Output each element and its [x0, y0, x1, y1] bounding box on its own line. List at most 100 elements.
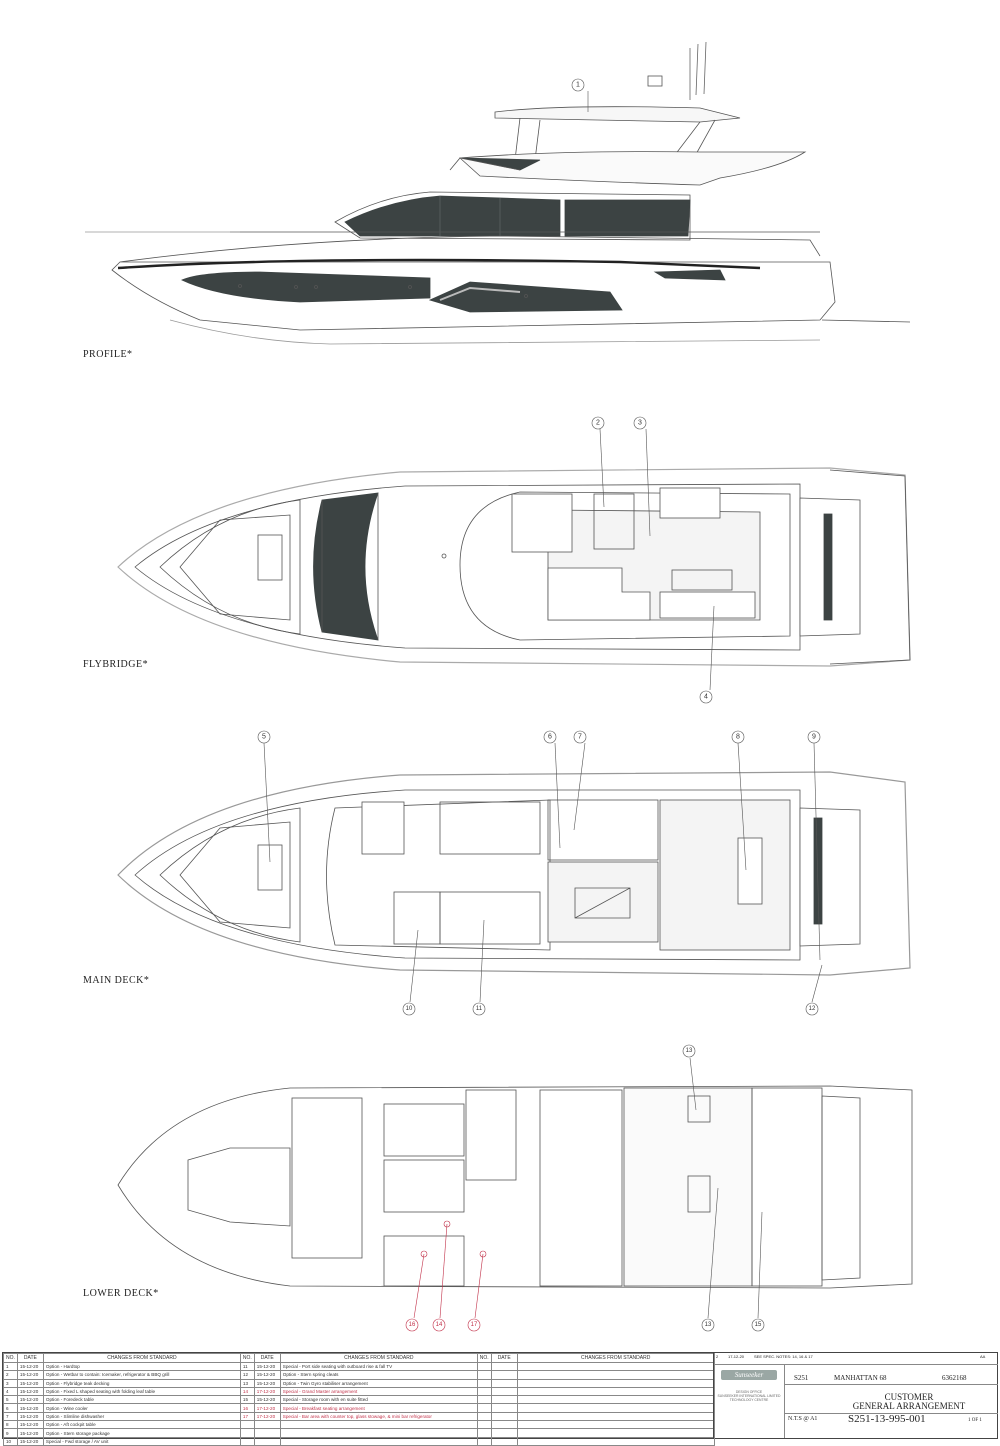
callout-17: 17	[467, 1318, 481, 1332]
table-cell: Option - Fixed L shaped seating with fol…	[42, 1386, 241, 1397]
callout-9: 9	[807, 730, 821, 744]
table-cell	[516, 1386, 715, 1397]
col-date: DATE	[490, 1353, 518, 1363]
table-cell	[490, 1428, 518, 1438]
table-cell	[490, 1411, 518, 1422]
table-cell: Option - Flybridge teak decking	[42, 1378, 241, 1388]
callout-label: 11	[476, 1006, 483, 1012]
table-cell: 17	[239, 1411, 255, 1422]
table-cell: Option - Aft cockpit table	[42, 1420, 241, 1430]
profile-view	[85, 41, 911, 345]
col-no: NO.	[476, 1353, 492, 1363]
table-cell: 15-12-20	[16, 1411, 44, 1422]
table-cell: Option - Wetbar to contain: Icemaker, re…	[42, 1370, 241, 1380]
table-cell: 8	[3, 1420, 18, 1430]
table-cell	[253, 1428, 281, 1438]
callout-1: 1	[571, 78, 585, 92]
table-cell: Special - Bar area with counter top, gla…	[279, 1411, 478, 1422]
col-date: DATE	[16, 1353, 44, 1363]
callout-5: 5	[257, 730, 271, 744]
table-cell: 13	[239, 1378, 255, 1388]
table-cell: 15-12-20	[16, 1395, 44, 1405]
table-cell: 15-12-20	[16, 1386, 44, 1397]
callout-label: 4	[704, 694, 708, 701]
table-cell: 10	[3, 1436, 18, 1446]
table-cell: 14	[239, 1386, 255, 1397]
table-cell: 2	[3, 1370, 18, 1380]
table-cell	[239, 1420, 255, 1430]
callout-label: 6	[548, 734, 552, 741]
table-cell	[253, 1436, 281, 1446]
design-office: DESIGN OFFICE	[735, 1390, 763, 1394]
callout-12: 12	[805, 1002, 819, 1016]
title-line-1: CUSTOMER	[884, 1392, 934, 1402]
table-cell: Special - Fwd storage / AV unit	[42, 1436, 241, 1446]
callout-7: 7	[573, 730, 587, 744]
main-deck-label: MAIN DECK*	[83, 975, 150, 986]
table-cell	[516, 1428, 715, 1438]
flybridge-label: FLYBRIDGE*	[83, 659, 149, 670]
table-cell	[490, 1361, 518, 1372]
table-cell: 4	[3, 1386, 18, 1397]
table-cell	[516, 1395, 715, 1405]
table-cell	[476, 1436, 492, 1446]
callout-label: 15	[755, 1322, 762, 1328]
table-cell: 15-12-20	[16, 1370, 44, 1380]
col-no: NO.	[239, 1353, 255, 1363]
callout-16: 16	[405, 1318, 419, 1332]
sheet-number: 1 OF 1	[968, 1418, 982, 1423]
table-cell	[516, 1411, 715, 1422]
table-cell	[516, 1420, 715, 1430]
table-cell: 15-12-20	[253, 1361, 281, 1372]
issue-date: 17-12-20	[728, 1354, 745, 1359]
callout-label: 5	[262, 734, 266, 741]
callout-label: 8	[736, 734, 740, 741]
table-cell: 15-12-20	[253, 1395, 281, 1405]
callout-11: 11	[472, 1002, 486, 1016]
callout-label: 1	[576, 82, 580, 89]
callout-2: 2	[591, 416, 605, 430]
table-cell	[516, 1361, 715, 1372]
lower-deck-label: LOWER DECK*	[83, 1288, 159, 1299]
callout-6: 6	[543, 730, 557, 744]
callout-label: 17	[471, 1322, 478, 1328]
revision-note: SEE SPEC. NOTES: 14, 16 & 17	[754, 1354, 813, 1359]
col-changes: CHANGES FROM STANDARD	[279, 1353, 478, 1363]
callout-13-bottom: 13	[701, 1318, 715, 1332]
title-block: 2 17-12-20 SEE SPEC. NOTES: 14, 16 & 17 …	[713, 1353, 998, 1438]
model-name: MANHATTAN 68	[834, 1374, 887, 1382]
table-cell: 15-12-20	[16, 1436, 44, 1446]
table-header-row: NO. DATE CHANGES FROM STANDARD NO. DATE …	[3, 1353, 715, 1363]
callout-label: 13	[686, 1048, 693, 1054]
table-cell	[490, 1378, 518, 1388]
table-cell: 7	[3, 1411, 18, 1422]
table-cell: Option - Twin Gyro stabiliser arrangemen…	[279, 1378, 478, 1388]
table-cell: 15-12-20	[16, 1361, 44, 1372]
lower-deck-plan	[117, 1085, 913, 1289]
table-cell: 6	[3, 1403, 18, 1413]
table-cell: 3	[3, 1378, 18, 1388]
changes-table-block: NO. DATE CHANGES FROM STANDARD NO. DATE …	[2, 1352, 998, 1446]
table-cell	[516, 1378, 715, 1388]
callout-label: 12	[809, 1006, 816, 1012]
table-cell: Option - Hardtop	[42, 1361, 241, 1372]
table-cell: Special - Breakfast seating arrangement	[279, 1403, 478, 1413]
table-cell	[476, 1403, 492, 1413]
table-cell: Special - Port side seating with outboar…	[279, 1361, 478, 1372]
table-cell	[476, 1361, 492, 1372]
table-cell: 15-12-20	[253, 1370, 281, 1380]
callout-13-top: 13	[682, 1044, 696, 1058]
col-changes: CHANGES FROM STANDARD	[42, 1353, 241, 1363]
table-cell: 15-12-20	[16, 1403, 44, 1413]
callout-label: 13	[705, 1322, 712, 1328]
col-changes: CHANGES FROM STANDARD	[516, 1353, 715, 1363]
table-cell	[516, 1370, 715, 1380]
